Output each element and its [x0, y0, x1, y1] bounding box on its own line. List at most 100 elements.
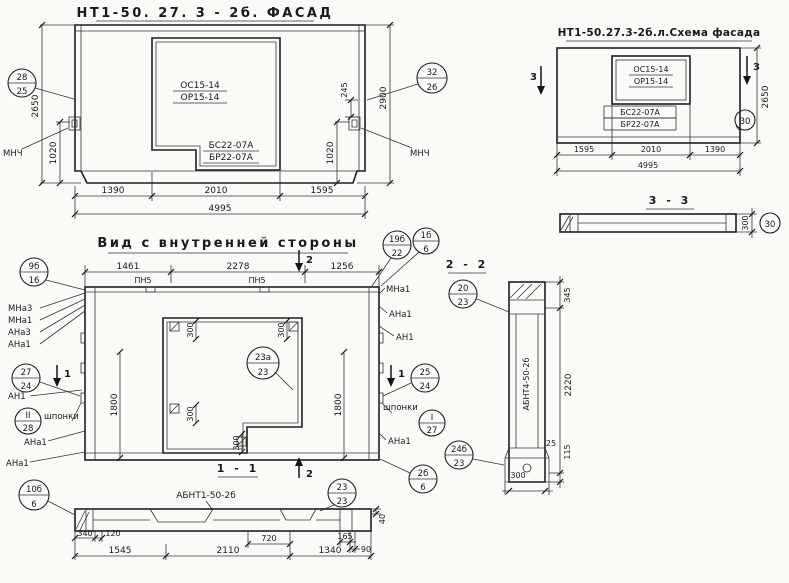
section-2-2-callout-20: 20 23: [448, 279, 510, 313]
callout-bottom: 6: [423, 245, 428, 255]
section-2-2-dim-345: 345: [563, 287, 572, 302]
inner-dim-1800-right: 1800: [334, 393, 344, 416]
section-3-3-callout: 30: [759, 212, 781, 234]
schema-dim-w3: 1390: [705, 145, 725, 154]
section-1-1-dim-120: 120: [105, 529, 120, 538]
callout-bottom: 24: [420, 382, 431, 392]
facade-dim-height-right: 2900: [379, 86, 389, 109]
inner-dim-t2: 2278: [227, 262, 250, 272]
inner-pn5-left: ПН5: [134, 276, 151, 285]
inner-dim-300-tl: 300: [186, 322, 195, 337]
section-mark-label: 2: [306, 255, 313, 266]
section-1-1-dim-40: 40: [378, 514, 387, 524]
facade-window-inner: [155, 41, 277, 167]
callout-top: II: [25, 411, 30, 421]
section-2-2-drawing: 2 - 2 20 23 АБНТ4-50-2б: [444, 258, 574, 495]
inner-keys-left-label: шпонки: [44, 412, 79, 422]
schema-dim-height: 2650: [761, 85, 771, 108]
inner-callout-25: 25 24: [382, 363, 440, 397]
inner-section-mark-1-left: 1: [53, 365, 71, 387]
section-1-1-title: 1 - 1: [217, 462, 260, 475]
callout-top: 20: [458, 284, 469, 294]
facade-dim-w2: 2010: [205, 186, 228, 196]
schema-dim-ticks: [553, 44, 761, 175]
section-mark-label: 1: [398, 369, 405, 380]
section-1-1-dim-720: 720: [261, 534, 276, 543]
callout-bottom: 6: [31, 500, 36, 510]
callout-top: I: [431, 413, 434, 423]
schema-callout: 30: [734, 109, 756, 132]
facade-dim-anchor-right: 1020: [326, 141, 336, 164]
section-3-3-drawing: 3 - 3 300 30: [559, 194, 781, 238]
leader-line: [360, 127, 413, 149]
inner-callout-keys-right: I 27: [418, 409, 446, 437]
section-1-1-dim-ticks: [71, 505, 380, 560]
facade-callout-right: 32 26: [366, 62, 448, 101]
callout-top: 32: [427, 68, 438, 78]
inner-section-mark-2-top: 2: [295, 250, 313, 272]
facade-window-outline: [151, 37, 281, 171]
callout-top: 28: [17, 73, 28, 83]
callout-top: 27: [21, 368, 32, 378]
section-1-1-dim-340: 340: [77, 529, 92, 538]
section-1-1-drawing: 1 - 1 АБНТ1-50-2б 10б 6: [18, 462, 387, 560]
callout-number: 30: [740, 117, 751, 127]
inner-view-title: Вид с внутренней стороны: [97, 236, 358, 251]
schema-block-mark-1: БС22-07А: [620, 108, 660, 117]
section-1-1-callout-23: 23 23: [319, 478, 357, 512]
inner-dim-300-tr: 300: [277, 322, 286, 337]
schema-window-mark-2: ОР15-14: [634, 77, 668, 86]
facade-dim-w3: 1595: [311, 186, 334, 196]
schema-window-outline: [611, 55, 691, 105]
section-3-3-title: 3 - 3: [649, 194, 692, 207]
facade-anchor-left: [68, 116, 81, 131]
section-2-2-dim-lines: [502, 276, 564, 495]
schema-drawing: НТ1-50.27.3-2б.л.Схема фасада ОС15-14 ОР…: [530, 27, 771, 176]
schema-dim-w2: 2010: [641, 145, 661, 154]
inner-section-mark-1-right: 1: [387, 365, 405, 387]
inner-dim-300-b: 300: [232, 435, 241, 450]
schema-window-inner: [615, 59, 687, 101]
inner-window-outline: [162, 317, 303, 454]
section-3-3-outline: [559, 213, 737, 233]
callout-bottom: 24: [21, 382, 32, 392]
facade-dim-total: 4995: [209, 204, 232, 214]
schema-dim-total: 4995: [638, 161, 658, 170]
inner-dim-ticks: [81, 268, 383, 462]
section-1-1-dim-b2: 2110: [217, 546, 240, 556]
callout-bottom: 6: [420, 483, 425, 493]
inner-dim-300-ml: 300: [186, 406, 195, 421]
section-2-2-dim-2220: 2220: [564, 373, 574, 396]
callout-bottom: 23: [458, 298, 469, 308]
schema-window-mark-1: ОС15-14: [633, 65, 668, 74]
facade-dim-w1: 1390: [102, 186, 125, 196]
inner-dim-t1: 1461: [117, 262, 140, 272]
facade-panel-outline: [74, 24, 366, 184]
callout-top: 24б: [451, 445, 467, 455]
callout-top: 19б: [389, 235, 405, 245]
facade-anchor-label-left: МНЧ: [3, 149, 23, 159]
inner-left-mark-1: МНа3: [8, 304, 32, 314]
callout-top: 1б: [421, 231, 432, 241]
callout-top: 23: [337, 483, 348, 493]
callout-bottom: 16: [29, 276, 40, 286]
inner-callout-27: 27 24: [11, 363, 81, 397]
section-mark-label: 1: [64, 369, 71, 380]
section-2-2-label: АБНТ4-50-2б: [522, 357, 531, 410]
section-3-3-dim-lines: [736, 208, 757, 238]
schema-panel-outline: [556, 47, 741, 144]
section-3-3-details: [560, 214, 727, 232]
facade-anchor-right: [348, 116, 361, 131]
callout-bottom: 27: [427, 426, 438, 436]
inner-window-pads: [169, 321, 299, 447]
inner-dim-lines: [84, 265, 380, 458]
facade-window-mark-2: ОР15-14: [181, 93, 220, 103]
section-1-1-dim-90: 90: [361, 545, 371, 554]
facade-block-mark-1: БС22-07А: [209, 141, 255, 151]
section-1-1-details: [75, 508, 353, 531]
section-2-2-dim-25: 25: [546, 439, 556, 448]
facade-window-mark-1: ОС15-14: [180, 81, 220, 91]
callout-top: 2б: [418, 469, 429, 479]
section-2-2-title: 2 - 2: [446, 258, 489, 271]
